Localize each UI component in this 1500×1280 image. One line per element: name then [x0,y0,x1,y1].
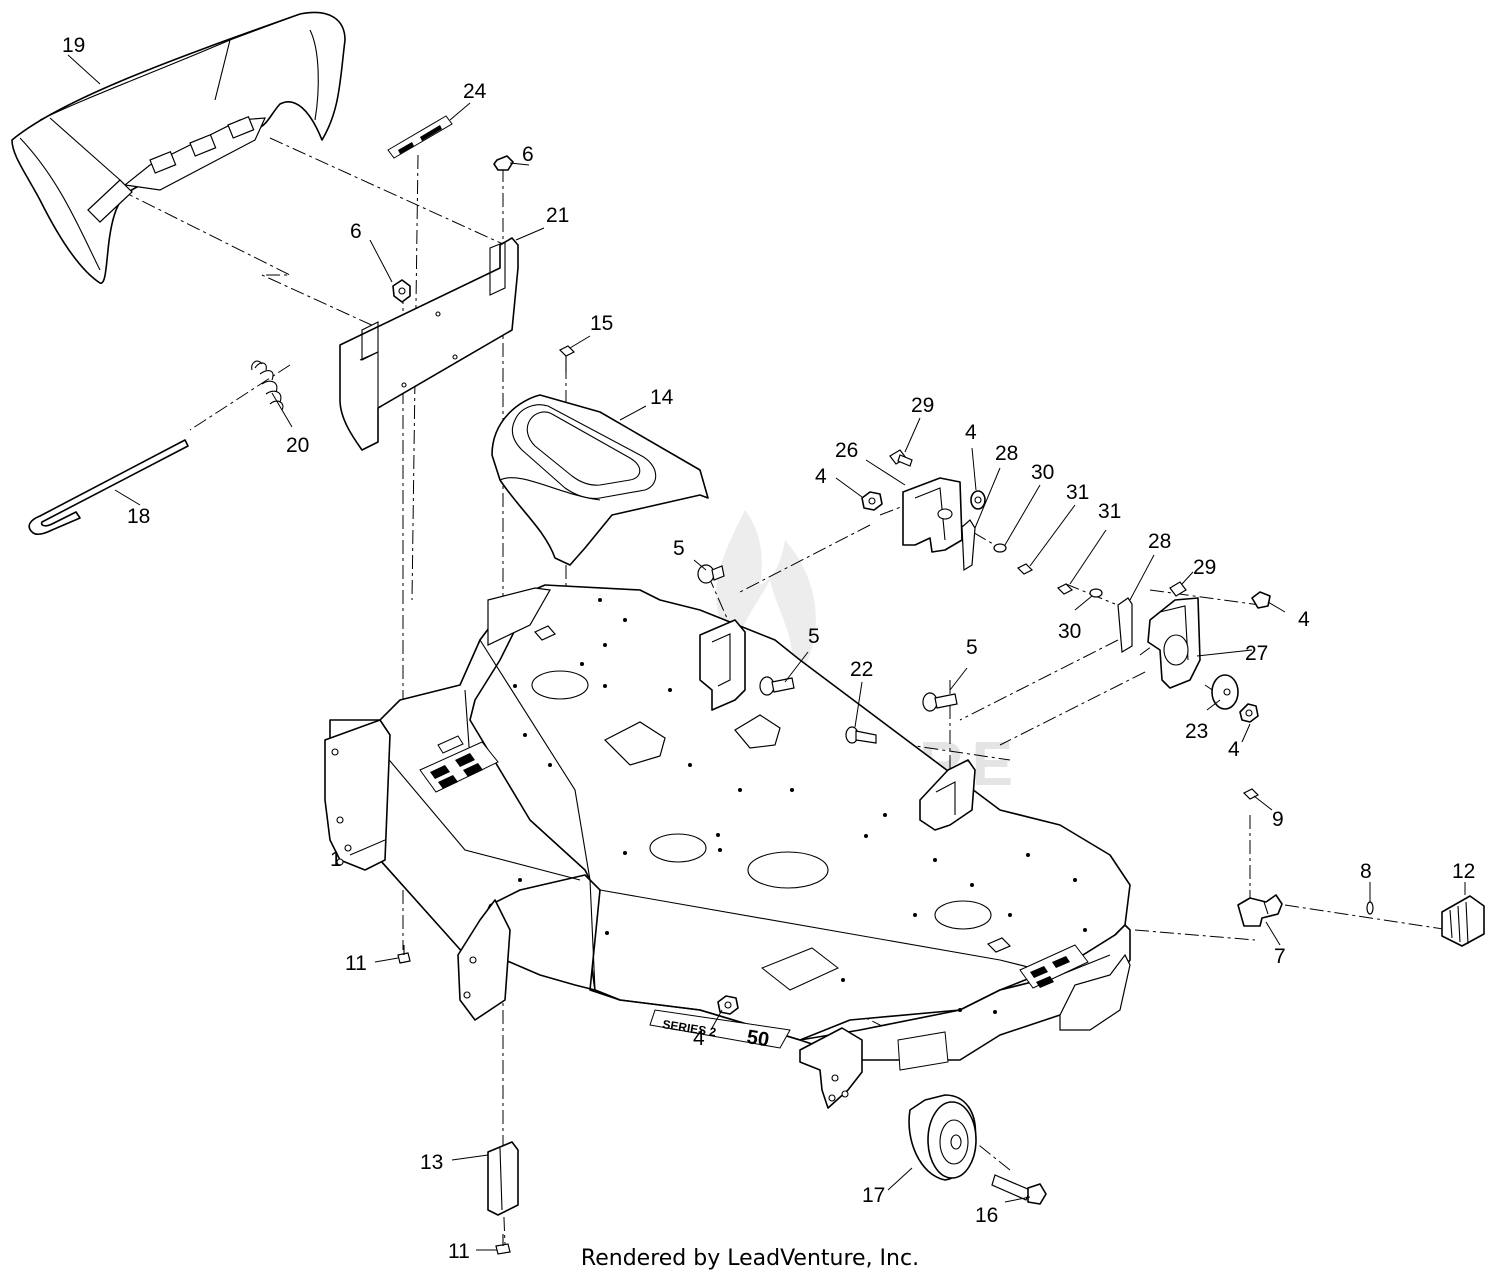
callout-29-right: 29 [1193,556,1216,579]
callout-30-right: 30 [1058,620,1081,643]
part-13-bracket [487,1141,519,1216]
series-badge-size: 50 [745,1026,770,1051]
part-12-cap [1441,895,1485,947]
part-5-pin-upper [697,564,725,584]
callout-6-top: 6 [522,143,534,166]
callout-19: 19 [62,34,85,57]
part-22-bolt [845,726,877,744]
part-4-nut-left-a [861,491,883,511]
deck-rear-bracket-left [699,619,746,711]
callout-24: 24 [463,80,487,103]
callout-9: 9 [1272,808,1284,831]
warning-decal-left [419,735,499,793]
callout-4-right-b: 4 [1228,738,1240,761]
callout-30-left: 30 [1031,461,1054,484]
part-24-decal [387,115,453,159]
callout-23: 23 [1185,720,1208,743]
part-18-rod [28,439,189,535]
callout-14: 14 [650,386,674,409]
callout-27: 27 [1245,642,1268,665]
deck-holes [513,598,1087,1014]
callout-13: 13 [420,1151,443,1174]
callout-31-right: 31 [1098,500,1121,523]
part-26-hanger-left [902,477,963,553]
footer-credit: Rendered by LeadVenture, Inc. [580,1246,920,1271]
part-28-plate-left [961,519,976,572]
leader-lines [67,54,1466,1251]
part-27-hanger-right [1147,597,1201,689]
part-1-mower-deck: SERIES 2 50 [324,584,1131,1109]
part-31-clip-right [1056,583,1074,595]
part-5-pin-right [922,692,958,712]
part-29-bolt-left [889,449,913,467]
callout-22: 22 [850,658,873,681]
callout-28-left: 28 [995,442,1018,465]
callout-1: 1 [330,848,342,871]
callout-20: 20 [286,434,309,457]
part-5-pin-mid [759,676,795,696]
watermark-logo-icon [716,510,816,690]
callout-29-left: 29 [911,394,934,417]
callout-4-right-a: 4 [1298,608,1310,631]
callout-5-upper: 5 [673,537,685,560]
callout-18: 18 [127,505,150,528]
part-4-nut-bottom [717,995,739,1015]
callout-28-right: 28 [1148,530,1171,553]
callout-4-left-a: 4 [815,465,827,488]
part-19-deflector [11,11,346,284]
part-4-nut-right-b [1239,703,1259,723]
callout-26: 26 [835,439,858,462]
part-4-nut-right-a [1251,591,1271,609]
callout-6-mid: 6 [350,220,362,243]
callout-31-left: 31 [1066,481,1089,504]
part-11-bolt-lower [495,1234,511,1255]
callout-4-bottom: 4 [693,1027,705,1050]
part-7-elbow [1237,894,1283,927]
warning-decal-right [1019,944,1089,989]
deck-plate-decal [761,947,839,991]
callout-21: 21 [546,204,569,227]
part-30-washer-left [993,543,1007,553]
callout-11-upper: 11 [345,952,367,975]
part-16-axle-bolt [991,1174,1047,1205]
part-20-spring [251,360,284,411]
deck-rear-bracket-right [919,759,976,831]
callout-5-mid: 5 [808,625,820,648]
callout-labels: 19 24 6 6 21 15 14 20 18 29 26 4 4 28 30… [62,34,1475,1263]
callout-17: 17 [862,1184,885,1207]
callout-16: 16 [975,1204,998,1227]
part-17-wheel [908,1094,977,1181]
callout-7: 7 [1274,945,1286,968]
callout-4-left-b: 4 [965,421,977,444]
part-28-plate-right [1117,597,1133,654]
part-14-belt-cover [491,394,709,566]
part-30-washer-right [1089,588,1103,598]
deck-spec-label [897,1031,949,1071]
part-4-nut-left-b [970,490,986,510]
part-31-clip-left [1016,563,1034,575]
callout-5-right: 5 [966,636,978,659]
part-15-bolt [558,345,576,372]
part-29-bolt-right [1169,581,1187,597]
callout-15: 15 [590,312,613,335]
part-8-oring [1366,901,1374,915]
part-21-bracket [339,237,519,451]
part-23-roller [1211,674,1239,710]
callout-12: 12 [1452,860,1475,883]
callout-8: 8 [1360,860,1372,883]
part-11-bolt-upper [397,945,411,964]
part-6-nut-mid [392,279,411,303]
callout-11-lower: 11 [448,1240,470,1263]
part-6-nut-top [493,155,514,171]
